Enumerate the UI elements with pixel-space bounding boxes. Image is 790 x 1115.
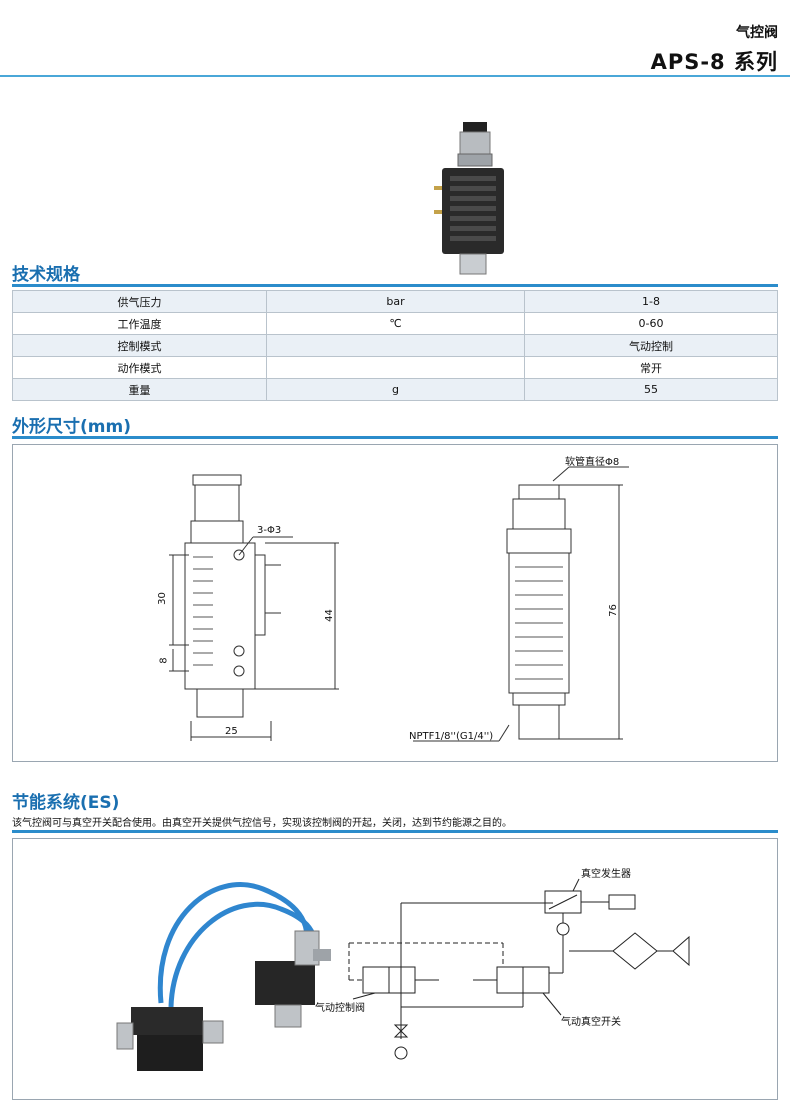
spec-cell: 55 <box>524 378 778 401</box>
spec-cell: 1-8 <box>524 290 778 313</box>
spec-cell: 供气压力 <box>12 290 267 313</box>
spec-cell: ℃ <box>266 312 525 335</box>
es-diagram-box: 真空发生器 气动控制阀 气动真空开关 <box>12 838 778 1100</box>
dim-8: 8 <box>158 657 170 664</box>
spec-cell <box>266 356 525 379</box>
section-bar-spec <box>12 284 778 287</box>
spec-cell: 动作模式 <box>12 356 267 379</box>
section-bar-es <box>12 830 778 833</box>
dim-76: 76 <box>607 604 619 617</box>
spec-table: 供气压力 bar 1-8 工作温度 ℃ 0-60 控制模式 气动控制 动作模式 … <box>12 290 778 401</box>
spec-cell: 0-60 <box>524 312 778 335</box>
label-vacuum-switch: 气动真空开关 <box>561 1017 621 1028</box>
series-subtitle: 气控阀 <box>736 25 778 41</box>
spec-cell: 工作温度 <box>12 312 267 335</box>
section-bar-dimensions <box>12 436 778 439</box>
table-row: 重量 g 55 <box>12 378 778 401</box>
dim-25: 25 <box>225 726 238 737</box>
series-title: APS-8 系列 <box>650 50 778 74</box>
dim-tube-diameter: 软管直径Φ8 <box>565 457 620 468</box>
dim-44: 44 <box>323 609 335 622</box>
section-title-dimensions: 外形尺寸(mm) <box>12 417 131 437</box>
es-photo <box>116 882 331 1071</box>
dim-30: 30 <box>156 592 168 605</box>
spec-cell: bar <box>266 290 525 313</box>
table-row: 控制模式 气动控制 <box>12 334 778 357</box>
table-row: 供气压力 bar 1-8 <box>12 290 778 313</box>
section-title-spec: 技术规格 <box>12 265 80 285</box>
label-vacuum-generator: 真空发生器 <box>581 869 631 880</box>
spec-cell: g <box>266 378 525 401</box>
dim-thread: NPTF1/8''(G1/4'') <box>409 731 494 742</box>
spec-cell <box>266 334 525 357</box>
section-title-es: 节能系统(ES) <box>12 793 120 813</box>
es-description: 该气控阀可与真空开关配合使用。由真空开关提供气控信号，实现该控制阀的开起，关闭，… <box>12 818 512 829</box>
spec-cell: 气动控制 <box>524 334 778 357</box>
table-row: 工作温度 ℃ 0-60 <box>12 312 778 335</box>
es-schematic <box>348 878 690 1060</box>
dim-holes: 3-Φ3 <box>257 525 282 536</box>
header-divider <box>0 75 790 77</box>
spec-cell: 重量 <box>12 378 267 401</box>
label-control-valve: 气动控制阀 <box>315 1003 365 1014</box>
spec-cell: 常开 <box>524 356 778 379</box>
product-photo <box>434 122 504 275</box>
spec-cell: 控制模式 <box>12 334 267 357</box>
table-row: 动作模式 常开 <box>12 356 778 379</box>
dimension-drawing-box: 3-Φ3 30 8 44 25 软管直径Φ8 76 NPTF1/8''(G1/4… <box>12 444 778 762</box>
dimension-drawing <box>169 466 629 742</box>
